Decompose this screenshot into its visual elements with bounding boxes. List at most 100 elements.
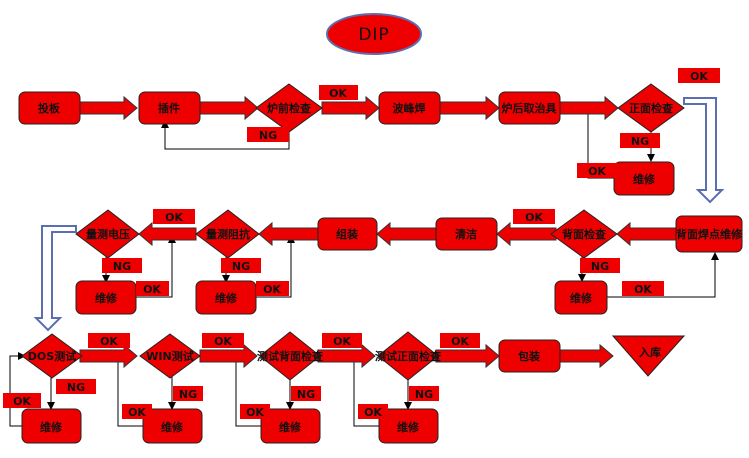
node-assemble [317,217,378,251]
node-front-check-label: 正面检查 [629,101,673,115]
node-repair-dos-label: 维修 [40,420,63,434]
node-repair-resistance-label: 维修 [215,291,238,305]
node-wave-solder [378,91,441,125]
node-repair-resistance [195,280,257,315]
node-back-solder-repair-label: 背面焊点维修 [676,227,743,241]
node-board-feed [18,91,81,125]
ng-label: NG [631,135,649,148]
node-repair-back-label: 维修 [570,291,593,305]
ok-label: OK [214,335,232,348]
ok-badge [202,333,244,348]
ok-badge [577,163,617,178]
loop-resistance-repair [256,235,295,298]
ok-label: OK [128,406,146,419]
node-insert-label: 插件 [158,101,180,115]
ng-label: NG [259,129,277,142]
arrow-package-to-warehouse [559,343,614,369]
ok-badge [678,68,720,83]
node-repair-voltage [75,280,137,315]
node-repair-voltage-label: 维修 [95,291,118,305]
ok-badge [440,333,480,348]
ok-label: OK [100,335,118,348]
big-arrow-front-to-solder [683,97,725,204]
node-package-label: 包装 [517,349,540,363]
loop-testfront-repair [350,354,379,427]
arrow-fixture-to-front [559,95,619,121]
node-package [498,339,561,373]
ng-badge [221,258,261,273]
node-back-solder-repair [675,215,743,253]
node-test-front-check-label: 测试正面检查 [375,349,441,363]
node-repair-win-label: 维修 [161,420,184,434]
ok-label: OK [165,211,183,224]
arrow-back-to-clean [496,221,557,247]
node-measure-resistance-label: 量测阻抗 [206,227,250,241]
node-post-furnace-fixture [498,91,561,125]
node-test-front-check [377,331,439,381]
ok-label: OK [690,70,708,83]
node-wave-solder-label: 波峰焊 [393,101,426,115]
arrow-resistance-to-voltage [138,221,197,247]
ok-label: OK [525,211,543,224]
node-repair-back [554,280,608,315]
loop-voltage-repair [136,235,176,298]
loop-testback-repair [232,354,261,427]
ng-label: NG [179,388,197,401]
ng-badge [409,386,439,401]
arrow-solder-to-back [616,221,677,247]
loop-dos-repair [9,352,26,427]
ng-badge [620,133,660,148]
ng-badge [102,258,142,273]
ng-label: NG [415,388,433,401]
node-pre-furnace-check-label: 炉前检查 [267,101,311,115]
condition-labels: OK NG OK NG OK OK NG OK OK NG OK NG [3,68,720,419]
ok-badge [153,209,195,224]
node-test-back-check [259,331,321,381]
node-clean-label: 清洁 [455,227,477,241]
ok-label: OK [263,283,281,296]
arrow-wave-to-fixture [439,95,500,121]
ok-badge [622,281,664,296]
node-win-test [139,333,201,379]
node-warehouse [611,335,686,377]
node-assemble-label: 组装 [336,227,358,241]
block-arrows [79,95,677,369]
ok-label: OK [246,406,264,419]
ng-badge [247,127,289,142]
node-repair-test-back [260,408,321,444]
node-repair-win [142,408,203,444]
big-arrow-voltage-to-dos [33,225,77,332]
arrow-assemble-to-resistance [258,221,319,247]
node-win-test-label: WIN测试 [146,349,193,363]
ok-label: OK [634,283,652,296]
arrow-clean-to-assemble [376,221,437,247]
ng-badge [173,386,203,401]
ok-label: OK [451,335,469,348]
ok-badge [88,333,130,348]
arrow-testfront-to-package [435,343,500,369]
ok-badge [122,404,152,419]
node-repair-front [613,161,675,196]
ok-badge [3,393,41,408]
arrow-board-to-insert [79,95,138,121]
chart-title: DIP [358,25,389,45]
loop-back-repair [607,252,719,298]
ok-badge [136,281,169,296]
node-clean [435,217,498,251]
node-repair-test-front [378,408,439,444]
arrow-dos-to-win [79,343,138,369]
node-front-check [617,83,685,133]
ng-badge [291,386,321,401]
ng-label: NG [232,260,250,273]
ok-badge [319,85,358,100]
node-repair-front-label: 维修 [633,172,656,186]
ng-label: NG [591,260,609,273]
ok-badge [240,404,270,419]
title-ellipse [326,13,422,55]
ng-badge [56,379,96,394]
ok-label: OK [364,406,382,419]
node-repair-test-front-label: 维修 [397,420,420,434]
ng-label: NG [67,381,85,394]
node-warehouse-label: 入库 [639,345,661,359]
ok-badge [322,333,362,348]
